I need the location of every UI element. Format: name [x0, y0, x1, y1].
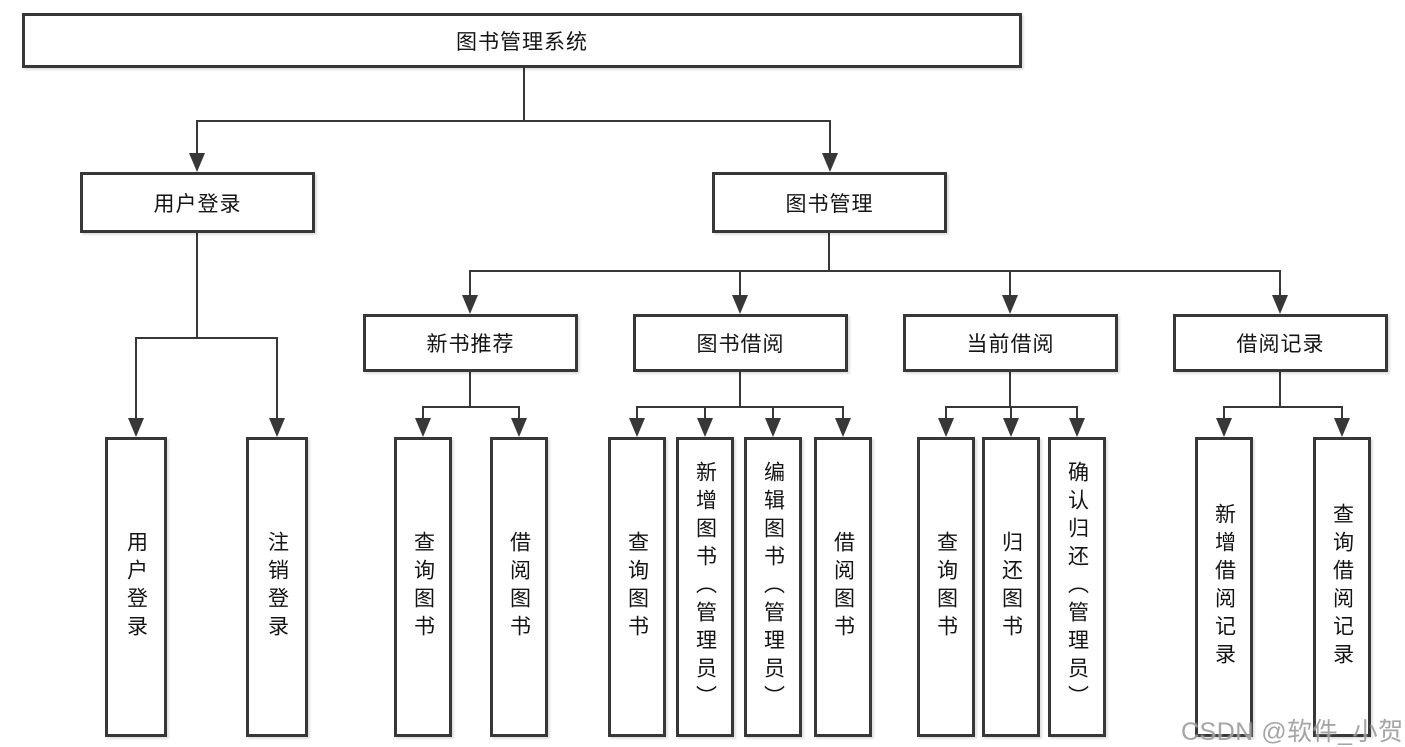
- connector-line: [1223, 406, 1343, 408]
- leaf-logout: 注销登录: [246, 437, 308, 737]
- arrow-down-icon: [415, 418, 431, 437]
- leaf-borrow-borrow-books: 借阅图书: [814, 437, 872, 737]
- leaf-borrow-add-books-admin: 新增图书（管理员）: [676, 437, 734, 737]
- connector-line: [196, 120, 198, 153]
- node-book-borrowing: 图书借阅: [633, 314, 848, 372]
- leaf-current-query-books: 查询图书: [917, 437, 975, 737]
- connector-line: [842, 406, 844, 418]
- connector-line: [135, 337, 278, 339]
- leaf-borrow-add-books-admin-label: 新增图书（管理员）: [693, 461, 717, 713]
- arrow-down-icon: [189, 153, 205, 172]
- arrow-down-icon: [1002, 295, 1018, 314]
- arrow-down-icon: [462, 295, 478, 314]
- arrow-down-icon: [822, 153, 838, 172]
- leaf-newrec-borrow-books-label: 借阅图书: [507, 531, 531, 643]
- leaf-newrec-query-books-label: 查询图书: [411, 531, 435, 643]
- node-current-borrowing-label: 当前借阅: [966, 333, 1055, 356]
- connector-line: [135, 337, 137, 418]
- arrow-down-icon: [1216, 418, 1232, 437]
- node-library-system: 图书管理系统: [22, 13, 1022, 68]
- connector-line: [1279, 270, 1281, 295]
- connector-line: [1341, 406, 1343, 418]
- arrow-down-icon: [269, 418, 285, 437]
- csdn-watermark: CSDN @软件_小贺同学: [1181, 718, 1405, 746]
- arrow-down-icon: [1003, 418, 1019, 437]
- connector-line: [829, 120, 831, 153]
- leaf-logout-label: 注销登录: [265, 531, 289, 643]
- arrow-down-icon: [938, 418, 954, 437]
- node-borrowing-records: 借阅记录: [1173, 314, 1388, 372]
- connector-line: [518, 406, 520, 418]
- arrow-down-icon: [1272, 295, 1288, 314]
- leaf-records-add-record-label: 新增借阅记录: [1212, 503, 1236, 671]
- node-book-borrowing-label: 图书借阅: [696, 333, 785, 356]
- connector-line: [1279, 372, 1281, 406]
- leaf-user-login-label: 用户登录: [124, 531, 148, 643]
- leaf-current-confirm-return-admin-label: 确认归还（管理员）: [1065, 461, 1089, 713]
- connector-line: [1076, 406, 1078, 418]
- node-new-book-recommend-label: 新书推荐: [426, 333, 515, 356]
- leaf-current-return-books: 归还图书: [982, 437, 1040, 737]
- connector-line: [276, 337, 278, 418]
- leaf-records-query-record: 查询借阅记录: [1313, 437, 1371, 737]
- connector-line: [636, 406, 844, 408]
- leaf-user-login: 用户登录: [105, 437, 167, 737]
- leaf-borrow-edit-books-admin: 编辑图书（管理员）: [744, 437, 802, 737]
- node-user-login: 用户登录: [80, 172, 315, 233]
- arrow-down-icon: [697, 418, 713, 437]
- leaf-newrec-borrow-books: 借阅图书: [490, 437, 548, 737]
- leaf-current-return-books-label: 归还图书: [999, 531, 1023, 643]
- node-book-management: 图书管理: [712, 172, 947, 233]
- arrow-down-icon: [732, 295, 748, 314]
- connector-line: [945, 406, 947, 418]
- connector-line: [469, 270, 471, 295]
- arrow-down-icon: [511, 418, 527, 437]
- connector-line: [422, 406, 424, 418]
- connector-line: [1223, 406, 1225, 418]
- leaf-current-confirm-return-admin: 确认归还（管理员）: [1048, 437, 1106, 737]
- leaf-borrow-query-books-label: 查询图书: [625, 531, 649, 643]
- leaf-borrow-query-books: 查询图书: [608, 437, 666, 737]
- node-current-borrowing: 当前借阅: [903, 314, 1118, 372]
- connector-line: [828, 233, 830, 270]
- connector-line: [523, 68, 525, 120]
- connector-line: [636, 406, 638, 418]
- connector-line: [704, 406, 706, 418]
- node-borrowing-records-label: 借阅记录: [1236, 333, 1325, 356]
- arrow-down-icon: [128, 418, 144, 437]
- connector-line: [470, 270, 1281, 272]
- connector-line: [196, 233, 198, 337]
- node-book-management-label: 图书管理: [785, 192, 874, 216]
- connector-line: [1009, 270, 1011, 295]
- node-new-book-recommend: 新书推荐: [363, 314, 578, 372]
- leaf-borrow-borrow-books-label: 借阅图书: [831, 531, 855, 643]
- leaf-records-add-record: 新增借阅记录: [1195, 437, 1253, 737]
- leaf-borrow-edit-books-admin-label: 编辑图书（管理员）: [761, 461, 785, 713]
- arrow-down-icon: [765, 418, 781, 437]
- connector-line: [422, 406, 520, 408]
- leaf-current-query-books-label: 查询图书: [934, 531, 958, 643]
- leaf-records-query-record-label: 查询借阅记录: [1330, 503, 1354, 671]
- connector-line: [1009, 372, 1011, 406]
- connector-line: [772, 406, 774, 418]
- node-library-system-label: 图书管理系统: [456, 30, 588, 54]
- arrow-down-icon: [629, 418, 645, 437]
- leaf-newrec-query-books: 查询图书: [394, 437, 452, 737]
- connector-line: [739, 270, 741, 295]
- connector-line: [739, 372, 741, 406]
- connector-line: [1010, 406, 1012, 418]
- connector-line: [197, 120, 831, 122]
- arrow-down-icon: [1334, 418, 1350, 437]
- connector-line: [469, 372, 471, 406]
- arrow-down-icon: [1069, 418, 1085, 437]
- node-user-login-label: 用户登录: [153, 192, 242, 216]
- arrow-down-icon: [835, 418, 851, 437]
